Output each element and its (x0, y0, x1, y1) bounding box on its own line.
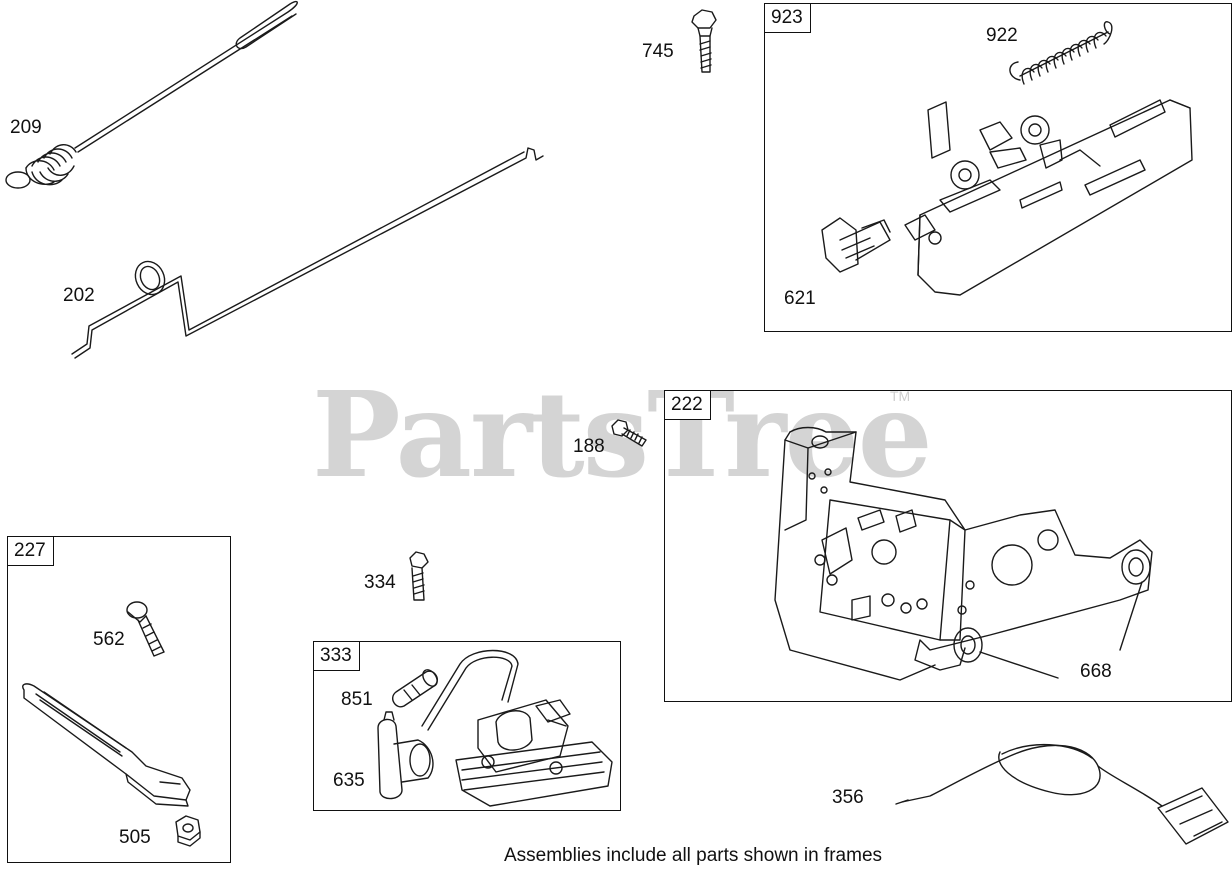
part-188-screw (612, 420, 646, 446)
frame-923-label: 923 (765, 4, 811, 33)
frame-333-label: 333 (314, 642, 360, 671)
callout-922: 922 (986, 25, 1018, 46)
callout-505: 505 (119, 827, 151, 848)
part-505-nut (176, 816, 200, 846)
part-923-control-bracket (905, 100, 1192, 295)
callout-668: 668 (1080, 661, 1112, 682)
part-202-link-rod (72, 148, 543, 358)
part-334-bolt (410, 552, 428, 600)
part-922-spring (1010, 22, 1112, 84)
callout-562: 562 (93, 629, 125, 650)
part-851-boot (393, 667, 440, 707)
callout-202: 202 (63, 285, 95, 306)
callout-635: 635 (333, 770, 365, 791)
frame-222-label: 222 (665, 391, 711, 420)
part-227-strap (23, 684, 190, 806)
leader-668-upper (1120, 582, 1142, 650)
part-222-main-bracket (775, 428, 1152, 681)
part-635-terminal (378, 712, 433, 799)
callout-334: 334 (364, 572, 396, 593)
part-745-bolt (692, 10, 716, 72)
callout-745: 745 (642, 41, 674, 62)
part-621-clip (822, 218, 890, 272)
callout-851: 851 (341, 689, 373, 710)
callout-209: 209 (10, 117, 42, 138)
part-562-bolt (127, 602, 164, 656)
part-209-spring-link (6, 2, 297, 188)
callout-356: 356 (832, 787, 864, 808)
assemblies-note: Assemblies include all parts shown in fr… (503, 845, 883, 866)
frame-227: 227 (7, 536, 231, 863)
part-356-wire (896, 745, 1228, 844)
frame-333: 333 (313, 641, 621, 811)
leader-668-lower (980, 652, 1058, 678)
callout-621: 621 (784, 288, 816, 309)
part-333-armature (422, 651, 612, 807)
callout-188: 188 (573, 436, 605, 457)
trademark-mark: TM (890, 388, 911, 404)
frame-227-label: 227 (8, 537, 54, 566)
